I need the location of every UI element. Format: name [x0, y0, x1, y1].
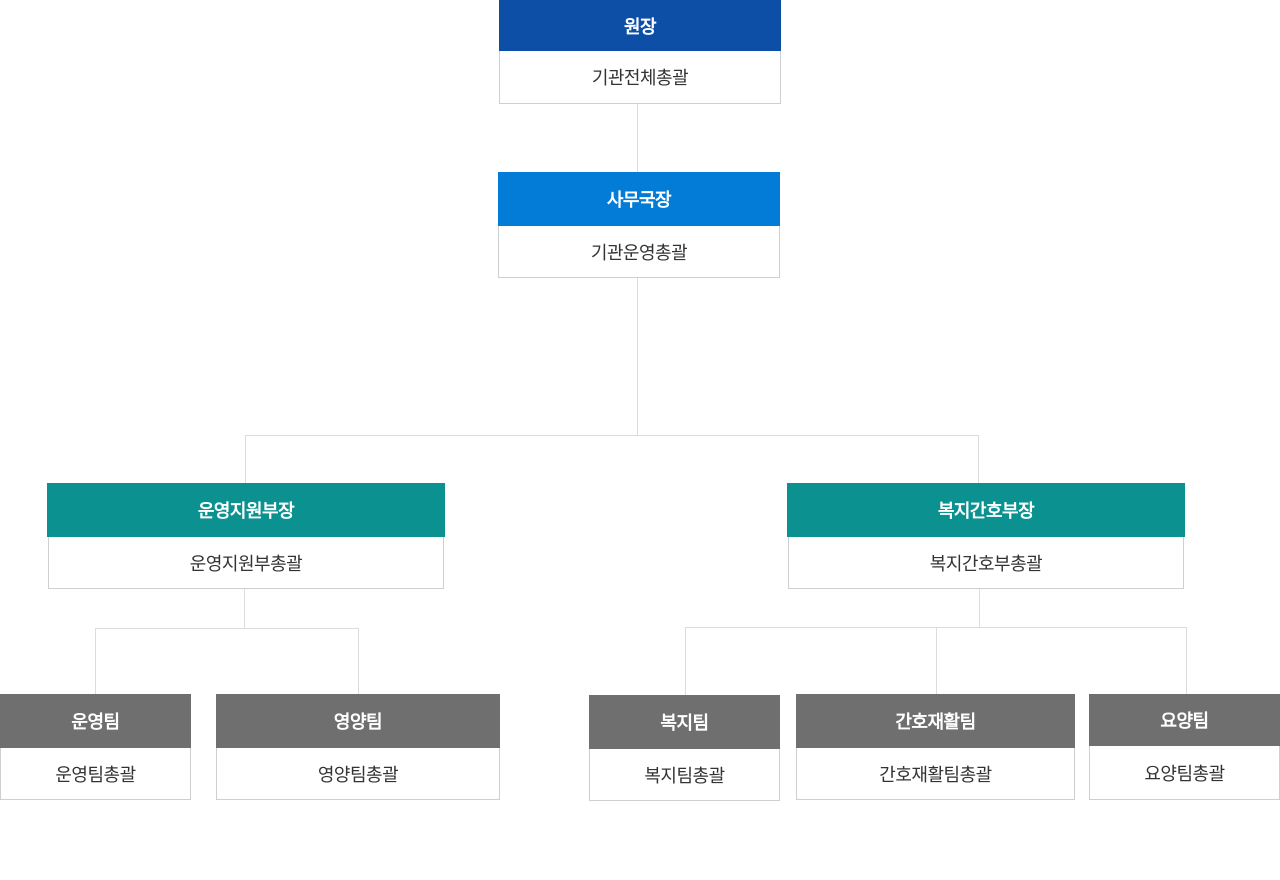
connector-director-secretary [637, 104, 638, 172]
connector-departments-bus [245, 435, 979, 436]
connector-to-welfare-team [685, 627, 686, 695]
team-title: 운영팀 [0, 694, 191, 748]
department-title: 운영지원부장 [47, 483, 445, 537]
connector-to-nursing-team [936, 627, 937, 694]
team-title: 영양팀 [216, 694, 500, 748]
team-title: 간호재활팀 [796, 694, 1075, 748]
director-role: 기관전체총괄 [499, 51, 781, 104]
department-role: 복지간호부총괄 [788, 537, 1184, 589]
team-role: 영양팀총괄 [216, 748, 500, 800]
department-role: 운영지원부총괄 [48, 537, 444, 589]
secretary-title: 사무국장 [498, 172, 780, 226]
department-title: 복지간호부장 [787, 483, 1185, 537]
secretary-role: 기관운영총괄 [498, 226, 780, 278]
connector-secretary-down [637, 278, 638, 435]
director-title: 원장 [499, 0, 781, 51]
connector-welfare-dept-down [979, 589, 980, 627]
team-title: 복지팀 [589, 695, 780, 749]
connector-ops-teams-bus [95, 628, 359, 629]
connector-to-care-team [1186, 627, 1187, 694]
team-role: 운영팀총괄 [0, 748, 191, 800]
connector-to-nutrition-team [358, 628, 359, 694]
connector-to-ops-dept [245, 435, 246, 483]
team-role: 간호재활팀총괄 [796, 748, 1075, 800]
team-role: 요양팀총괄 [1089, 746, 1280, 800]
team-role: 복지팀총괄 [589, 749, 780, 801]
connector-to-ops-team [95, 628, 96, 694]
connector-ops-dept-down [244, 589, 245, 628]
connector-to-welfare-dept [978, 435, 979, 483]
team-title: 요양팀 [1089, 694, 1280, 746]
